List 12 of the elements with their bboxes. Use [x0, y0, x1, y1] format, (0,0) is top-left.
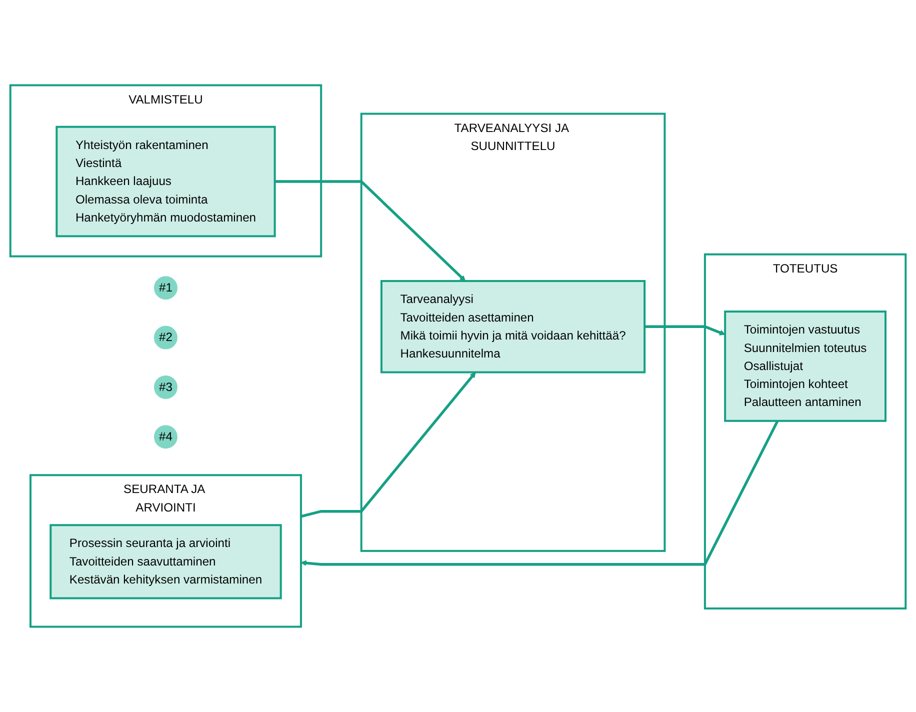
node-box: Toimintojen vastuutus Suunnitelmien toteutus Osallistujat Toimintojen kohteet Palautteen antaminen	[724, 310, 887, 422]
node-circle: #2	[154, 326, 178, 350]
node-box: Prosessin seuranta ja arviointi Tavoitteiden saavuttaminen Kestävän kehityksen varmistaminen	[50, 524, 282, 600]
arrow	[300, 420, 779, 566]
node-box: Tarveanalyysi Tavoitteiden asettaminen Mikä toimii hyvin ja mitä voidaan kehittää? Hankesuunnitelma	[380, 280, 646, 374]
arrow	[274, 180, 466, 282]
node-circle: #1	[154, 276, 178, 300]
node-circle: #4	[154, 425, 178, 449]
node-circle: #3	[154, 375, 178, 399]
node-box: Yhteistyön rakentaminen Viestintä Hankkeen laajuus Olemassa oleva toiminta Hanketyöryhmän muodostaminen	[56, 126, 276, 238]
arrow	[644, 325, 726, 336]
arrow	[300, 372, 476, 518]
